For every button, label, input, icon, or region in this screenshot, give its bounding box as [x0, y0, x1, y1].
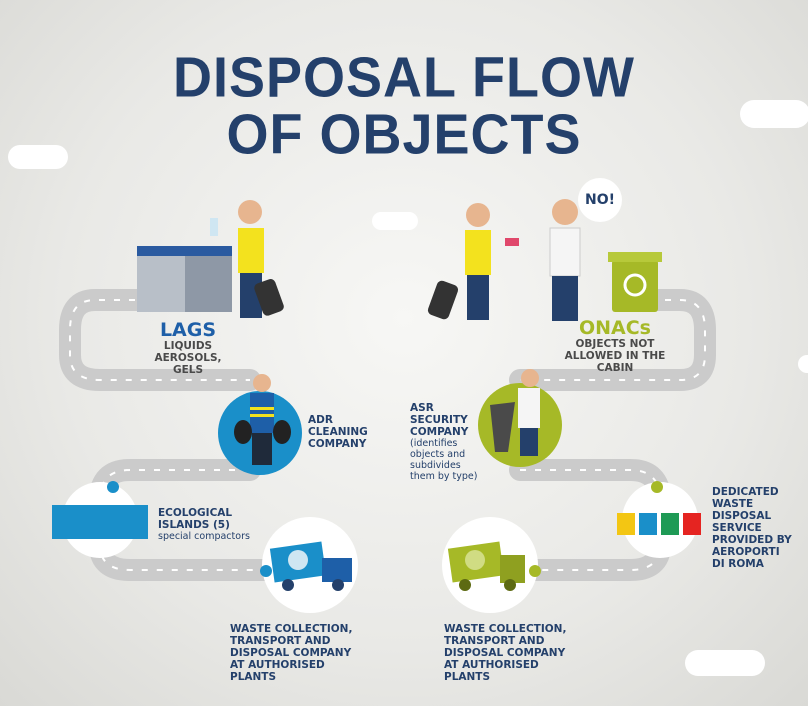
eco-title: ECOLOGICAL ISLANDS (5) [158, 507, 233, 531]
title-line-2: OF OBJECTS [226, 102, 582, 166]
eco-subtitle: special compactors [158, 531, 250, 542]
cleaner-figure [234, 374, 291, 465]
asr-title: ASR SECURITY COMPANY [410, 402, 469, 438]
asr-subtitle: (identifies objects and subdivides them … [410, 438, 478, 482]
lags-bin-icon [137, 246, 232, 312]
title-line-1: DISPOSAL FLOW [172, 46, 635, 110]
page-title: DISPOSAL FLOW OF OBJECTS [0, 49, 808, 162]
lags-subtitle: LIQUIDS AEROSOLS, GELS [154, 340, 222, 376]
onacs-bin-icon [608, 252, 662, 312]
adr-label: ADR CLEANING COMPANY [308, 414, 368, 450]
onacs-label: ONACs OBJECTS NOT ALLOWED IN THE CABIN [560, 318, 670, 374]
cloud-decoration [798, 355, 808, 373]
truck-icon-blue [269, 541, 352, 591]
traveller-figure [210, 200, 284, 318]
eco-label: ECOLOGICAL ISLANDS (5) special compactor… [158, 507, 278, 542]
asr-officer-figure [490, 369, 540, 456]
dedicated-label: DEDICATED WASTE DISPOSAL SERVICE PROVIDE… [712, 486, 792, 570]
cloud-decoration [685, 650, 765, 676]
recycling-bins-icon [617, 513, 701, 535]
left-truck-label: WASTE COLLECTION, TRANSPORT AND DISPOSAL… [230, 623, 353, 683]
lags-label: LAGS LIQUIDS AEROSOLS, GELS [138, 320, 238, 376]
cloud-decoration [8, 145, 68, 169]
onacs-subtitle: OBJECTS NOT ALLOWED IN THE CABIN [564, 338, 666, 374]
compactor-icon [52, 505, 148, 539]
asr-label: ASR SECURITY COMPANY (identifies objects… [410, 402, 480, 482]
right-truck-label: WASTE COLLECTION, TRANSPORT AND DISPOSAL… [444, 623, 567, 683]
traveller-figure-right [427, 203, 519, 320]
dedicated-circle [622, 482, 698, 558]
speech-bubble-text: NO! [585, 192, 616, 208]
cloud-decoration [740, 100, 808, 128]
security-officer-figure [549, 199, 581, 321]
speech-bubble [578, 178, 622, 222]
cloud-decoration [372, 212, 418, 230]
onacs-title: ONACs [578, 317, 651, 339]
lags-title: LAGS [159, 319, 217, 341]
truck-icon-olive [447, 541, 525, 591]
